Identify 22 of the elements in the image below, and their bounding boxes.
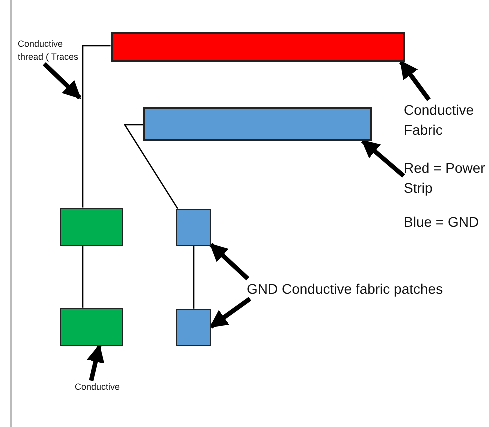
arrow (42, 62, 82, 100)
fabric-patch (60, 208, 123, 246)
annotation-text: Conductive thread ( Traces (18, 38, 88, 64)
annotation-text: Conductive Fabric (404, 100, 484, 141)
thread-line (124, 124, 178, 210)
power-strip-bar (111, 32, 405, 62)
thread-line (193, 246, 195, 309)
arrow (399, 60, 432, 102)
thread-line (82, 45, 111, 208)
fabric-patch (176, 209, 211, 246)
thread-line (82, 246, 84, 308)
ground-strip-bar (143, 107, 372, 141)
legend-note: Blue = GND (404, 213, 480, 232)
fabric-patch (60, 308, 123, 346)
annotation-text: GND Conductive fabric patches (247, 279, 457, 300)
annotation-text: Red = Power Strip (404, 158, 488, 199)
arrow (361, 139, 406, 178)
annotation-text: Conductive (75, 381, 145, 394)
arrow (87, 344, 105, 382)
arrow (210, 243, 250, 281)
fabric-patch (176, 309, 211, 346)
arrow (210, 297, 252, 329)
